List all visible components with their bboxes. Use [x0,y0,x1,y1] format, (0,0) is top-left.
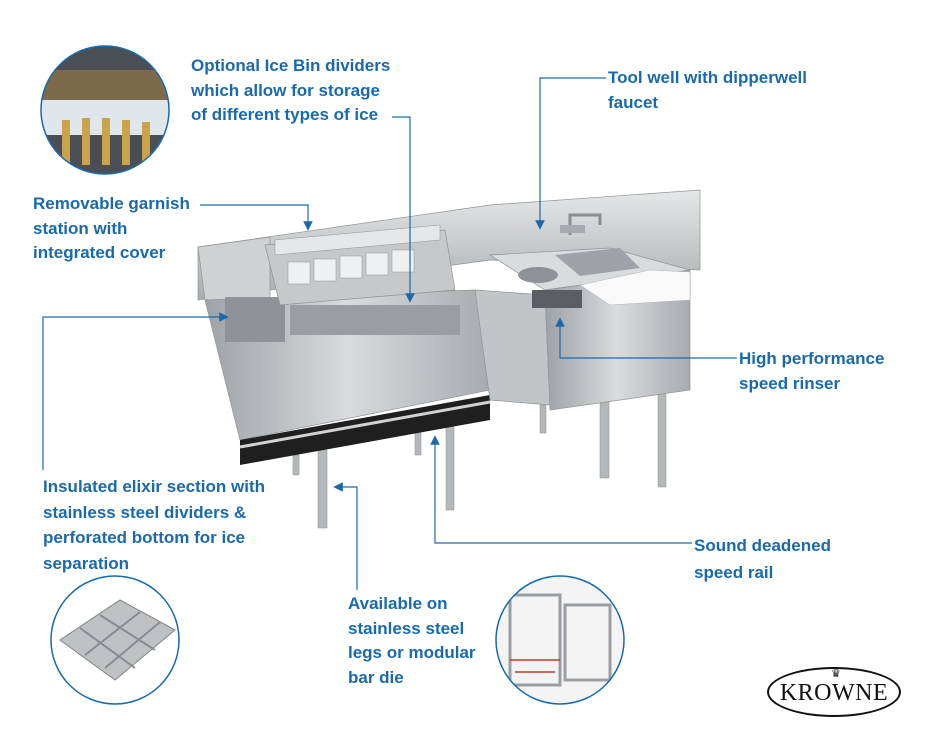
brand-name: KROWNE [779,680,889,706]
callout-line: integrated cover [33,243,166,262]
callout-line: Available on [348,594,448,613]
callout-line: bar die [348,667,404,687]
sink [555,248,640,276]
speed-rinser [532,290,582,308]
callout-line: stainless steel dividers & [43,502,247,522]
callout-line: Removable garnish [33,194,190,213]
callout-line: speed rail [694,563,774,582]
elixir-dividers-photo [51,576,179,704]
ice-bin-photo [41,46,169,174]
callout-rinser: High performance speed rinser [739,347,884,396]
callout-legs: Available on stainless steel legs or mod… [348,592,476,690]
callout-line: faucet [608,92,659,112]
krowne-logo: ♛ KROWNE [767,667,901,717]
callout-line: station with [33,218,128,238]
crown-icon: ♛ [831,668,841,680]
callout-tool-well: Tool well with dipperwell faucet [608,66,807,115]
callout-line: legs or modular [348,643,476,662]
callout-garnish: Removable garnish station with integrate… [33,192,190,266]
callout-line: Insulated elixir section with [43,477,265,496]
bar-die-photo [496,576,624,704]
callout-ice-bin: Optional Ice Bin dividers which allow fo… [191,54,390,128]
callout-line: High performance [739,349,885,368]
callout-line: of different types of ice [191,105,379,124]
callout-line: Sound deadened [694,536,831,555]
callout-elixir: Insulated elixir section with stainless … [43,474,265,576]
callout-speed-rail: Sound deadened speed rail [694,532,831,586]
callout-line: speed rinser [739,373,841,393]
leader-lines [42,77,737,590]
callout-line: Optional Ice Bin dividers [191,56,391,75]
callout-line: which allow for storage [191,80,380,100]
callout-line: stainless steel [348,618,465,638]
callout-line: perforated bottom for ice [43,528,246,547]
tool-well [518,267,558,283]
callout-line: separation [43,553,129,573]
callout-line: Tool well with dipperwell [608,68,807,87]
